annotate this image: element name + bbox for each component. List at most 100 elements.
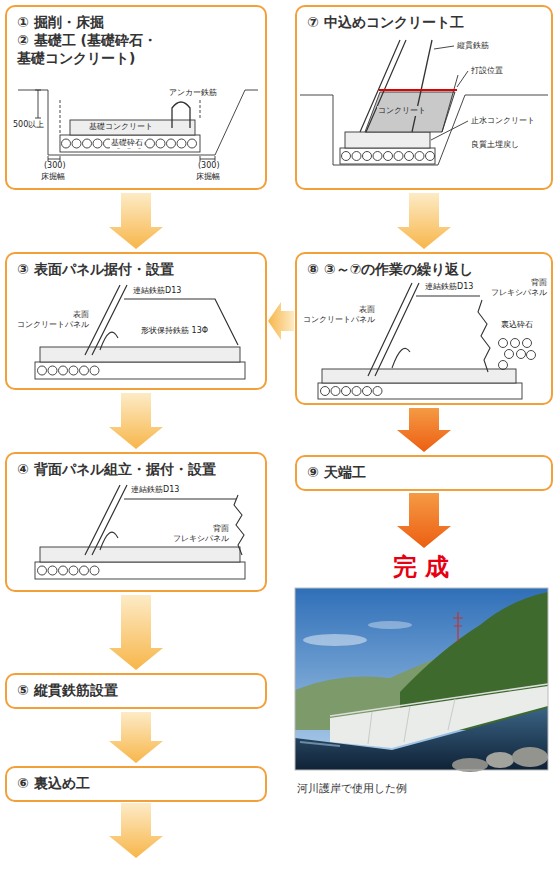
river-revetment-photo [295,588,548,772]
gravel-circle [177,139,186,148]
front-panel-drawing [40,347,240,362]
part-label: 背面 フレキシパネル [156,524,230,544]
back-panel-drawing [124,498,236,499]
gravel-circle [384,152,393,161]
step-title: ⑥ 裏込め工 [17,774,255,792]
back-panel-drawing [100,532,118,550]
repeat-drawing [392,348,410,368]
part-label: 形状保持鉄筋 13Φ [140,326,209,336]
gravel-circle [523,339,532,348]
foundation-drawing [35,90,41,118]
part-label: 表面 コンクリートパネル [300,305,376,325]
step-title: ⑦ 中込めコンクリート工 [307,13,541,31]
part-label: 裏込砕石 [500,320,534,330]
gravel-circle [331,387,340,396]
gravel-circle [426,152,435,161]
part-label: 基礎砕石 [110,138,144,148]
infill-concrete-drawing [431,46,468,140]
back-panel-drawing [40,547,240,562]
front-panel-drawing [35,285,245,379]
part-label: 止水コンクリート [470,116,536,126]
part-label: (300) [43,161,67,171]
gravel-circles [38,566,100,575]
completion-label: 完成 [374,553,476,581]
gravel-circle [517,350,526,359]
gravel-circle [59,366,68,375]
river-revetment-photo [300,742,340,746]
infill-concrete-drawing [379,89,457,91]
part-label: 基礎コンクリート [88,122,154,132]
gravel-circle [93,139,102,148]
part-label: 良質土埋戻し [470,140,520,150]
front-panel-drawing [124,299,238,345]
gravel-circle [363,387,372,396]
flow-arrow [109,393,163,449]
infill-concrete-drawing [300,40,548,165]
gravel-circle [363,152,372,161]
repeat-drawing [318,383,522,399]
gravel-circles [38,366,100,375]
foundation-drawing [172,102,190,128]
repeat-drawing [318,283,536,399]
flow-arrow [268,302,294,340]
front-panel-drawing [85,285,127,355]
photo-caption: 河川護岸で使用した例 [297,782,407,796]
gravel-circle [415,152,424,161]
back-panel-drawing [35,562,245,579]
infill-concrete-drawing [442,75,458,132]
repeat-drawing [478,300,490,372]
step-title: ⑨ 天端工 [307,463,541,481]
gravel-circle [69,366,78,375]
gravel-circle [38,566,47,575]
flow-arrow [109,595,163,670]
step-box: ④ 背面パネル組立・据付・設置 [5,452,267,592]
gravel-circle [505,350,514,359]
front-panel-drawing [35,362,245,379]
flow-arrow [109,712,163,763]
gravel-circle [352,152,361,161]
gravel-circle [373,152,382,161]
part-label: 床掘幅 [40,172,66,182]
gravel-circle [527,351,536,360]
part-label: (300) [197,161,221,171]
part-label: 連結鉄筋D13 [130,485,180,495]
flow-arrow [109,193,163,249]
repeat-drawing [368,283,419,376]
river-revetment-photo [368,621,412,629]
step-box: ⑦ 中込めコンクリート工 [295,5,553,190]
gravel-circle [342,152,351,161]
gravel-circle [80,566,89,575]
foundation-drawing [70,120,195,135]
step-title: ④ 背面パネル組立・据付・設置 [17,460,255,478]
infill-concrete-drawing [360,40,406,132]
repeat-drawing [416,295,480,296]
part-label: 打設位置 [470,66,504,76]
step-title: ⑤ 縦貫鉄筋設置 [17,681,255,699]
river-revetment-photo [453,612,463,642]
flow-arrow [109,803,163,858]
gravel-circle [90,566,99,575]
step-title: ③ 表面パネル据付・設置 [17,260,255,278]
front-panel-drawing [100,332,118,350]
gravel-circles [62,139,197,148]
part-label: 床掘幅 [195,172,221,182]
gravel-circle [62,139,71,148]
gravel-circles [342,152,435,161]
step-box: ⑥ 裏込め工 [5,766,267,802]
foundation-drawing [60,100,200,135]
part-label: 連結鉄筋D13 [424,282,474,292]
infill-concrete-drawing [340,148,435,164]
flow-arrow [397,193,451,249]
back-panel-drawing [85,485,127,555]
step-title: ② 基礎工 (基礎砕石・基礎コンクリート) [17,31,255,67]
gravel-circle [499,361,508,370]
foundation-drawing [48,156,215,162]
foundation-drawing [18,90,258,162]
river-revetment-photo [512,747,548,767]
part-label: 連結鉄筋D13 [132,286,182,296]
gravel-circle [352,387,361,396]
gravel-circle [72,139,81,148]
step-box: ⑨ 天端工 [295,455,553,491]
